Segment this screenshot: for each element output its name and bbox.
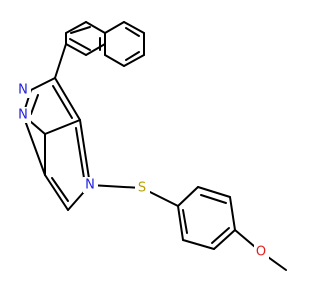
- n2-label: N: [18, 108, 28, 123]
- n3-label: N: [85, 178, 95, 193]
- structure-canvas: N N N S O: [16, 21, 287, 271]
- atom-label-n1: N: [16, 82, 31, 98]
- atom-label-n3: N: [83, 177, 98, 193]
- naphthalene-group: [54, 21, 145, 79]
- pyrazine-ring: [22, 114, 91, 211]
- s-label: S: [138, 181, 146, 196]
- atom-label-s: S: [135, 180, 150, 196]
- o-label: O: [256, 245, 266, 260]
- n1-label: N: [18, 83, 28, 98]
- molecule-drawing: N N N S O: [16, 21, 287, 271]
- pyrazole-ring: [22, 77, 81, 135]
- atom-label-n2: N: [16, 107, 31, 123]
- atom-label-o: O: [254, 244, 269, 260]
